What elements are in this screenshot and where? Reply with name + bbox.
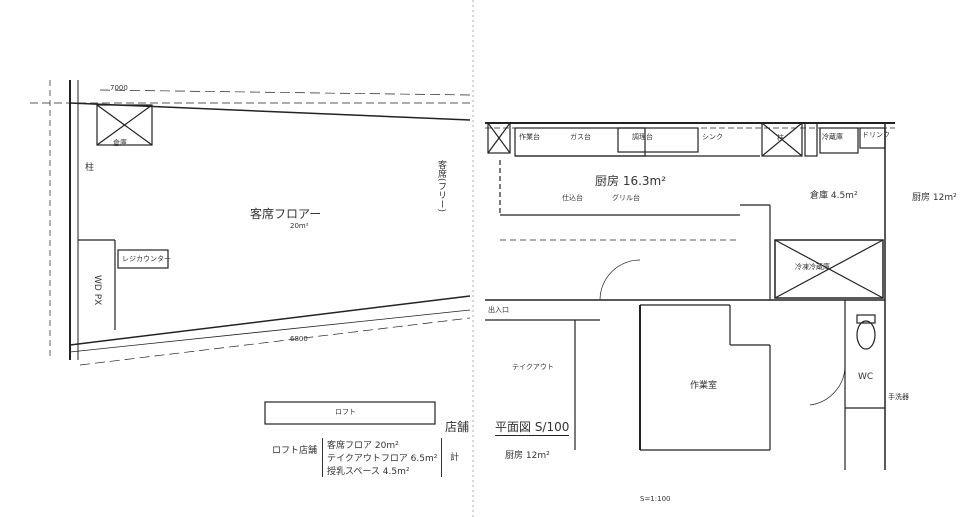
plan-title: 平面図 S/100 — [495, 420, 570, 436]
kitchen-label: 厨房 16.3m² — [595, 174, 667, 188]
register-label: レジカウンター — [122, 255, 171, 263]
cook-table: 調理台 — [632, 133, 653, 141]
work-room: 作業室 — [690, 381, 718, 391]
loft-label: ロフト — [335, 408, 356, 416]
takeout: テイクアウト — [512, 363, 554, 371]
freezer: 冷凍冷蔵庫 — [795, 263, 830, 271]
kitchen-area-note: 厨房 12m² — [505, 451, 550, 461]
summary-list: 客席フロア 20m² テイクアウトフロア 6.5m² 授乳スペース 4.5m² — [322, 438, 443, 477]
sink: シンク — [702, 133, 723, 141]
summary-line: テイクアウトフロア 6.5m² — [327, 454, 438, 464]
scale-label: S=1:100 — [640, 495, 671, 503]
grill: グリル台 — [612, 194, 640, 202]
summary-line: 客席フロア 20m² — [327, 441, 399, 451]
left-floor-plan — [30, 80, 471, 425]
hand-wash: 手洗器 — [888, 393, 909, 401]
right-floor-plan — [485, 122, 895, 470]
wd-label: WD PX — [92, 275, 102, 306]
title-prefix: 店舗 — [445, 420, 470, 434]
pillar-right: 柱 — [777, 134, 784, 142]
summary-label: ロフト店舗 — [272, 446, 318, 456]
floor-area: 20m² — [290, 222, 309, 230]
dim-bottom: 6800 — [290, 335, 308, 343]
gas-table: ガス台 — [570, 133, 591, 141]
drink: ドリンク — [862, 131, 890, 139]
wc-label: WC — [858, 372, 874, 382]
fridge: 冷蔵庫 — [822, 133, 843, 141]
kitchen-total: 厨房 12m² — [912, 193, 957, 203]
floor-label: 客席フロアー — [250, 207, 322, 221]
dim-top: 7000 — [110, 84, 128, 92]
entrance: 出入口 — [488, 306, 509, 314]
prep-table: 仕込台 — [562, 194, 583, 202]
pillar-label: 柱 — [85, 163, 95, 173]
storage-label: 倉庫 4.5m² — [810, 191, 858, 201]
storage-label-left: 倉庫 — [113, 139, 127, 147]
summary-line: 授乳スペース 4.5m² — [327, 467, 410, 477]
total-label: 計 — [450, 453, 460, 463]
work-table: 作業台 — [519, 133, 540, 141]
free-seat-label: 客席(フリー) — [436, 160, 446, 213]
